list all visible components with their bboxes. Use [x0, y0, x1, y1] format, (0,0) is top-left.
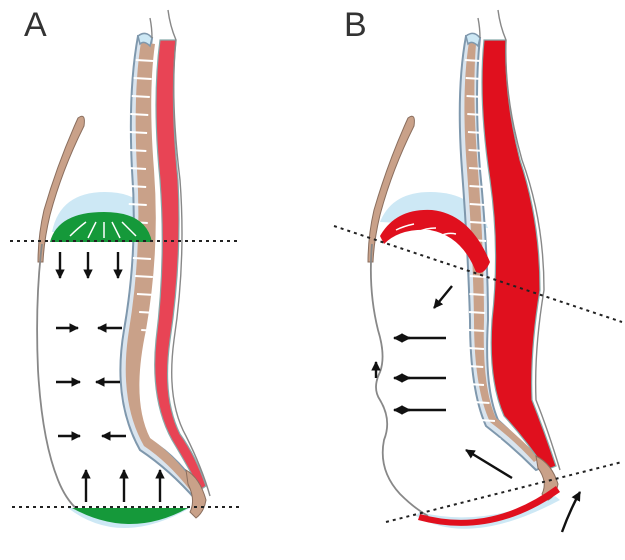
back-muscle-a [154, 39, 207, 491]
spine-top-b [465, 32, 481, 48]
spine-top-a [137, 32, 153, 48]
disc-line [469, 185, 486, 188]
disc-line [466, 95, 483, 98]
disc-line [469, 293, 486, 296]
upper-spine-line2-b [477, 17, 481, 39]
diaphragm-a [50, 212, 152, 242]
abdominal-wall-a [36, 243, 79, 511]
disc-line [467, 113, 484, 116]
sternum-rib-b [367, 115, 415, 263]
disc-line [136, 293, 156, 296]
spine-back-outline-b [505, 39, 561, 471]
disc-line [478, 419, 496, 422]
disc-line [135, 59, 154, 62]
panel-a [10, 9, 240, 528]
abdominal-wall-b [369, 243, 429, 517]
diaphragm-pressure-lines-b [395, 223, 457, 237]
disc-line [132, 257, 151, 260]
pressure-arrows-a [55, 252, 165, 502]
panel-label-a: A [24, 6, 47, 44]
disc-line [469, 221, 487, 224]
disc-line [469, 203, 486, 206]
panel-b [333, 9, 623, 533]
pelvic-plane-b [385, 461, 623, 523]
upper-spine-line-b [497, 9, 507, 41]
disc-line [469, 311, 486, 314]
disc-line [467, 365, 484, 368]
disc-line [128, 149, 147, 152]
disc-line [465, 77, 482, 80]
disc-line [130, 113, 149, 116]
disc-line [134, 275, 153, 278]
spine-back-outline-a [171, 39, 211, 497]
disc-line [469, 167, 486, 170]
vertebral-column-a [125, 42, 196, 490]
upper-spine-line2-a [149, 17, 153, 39]
disc-line [128, 185, 147, 188]
disc-line [141, 329, 160, 332]
diaphragm-plane-b [333, 225, 623, 323]
pressure-arrows-b [371, 285, 513, 480]
disc-line [473, 401, 490, 404]
back-muscle-b [481, 39, 557, 471]
disc-line [468, 149, 485, 152]
disc-line [469, 275, 486, 278]
disc-line [467, 383, 485, 386]
sternum-rib-a [37, 115, 85, 263]
diaphragm-pressure-lines-a [69, 221, 137, 239]
disc-line [484, 437, 501, 440]
disc-line [467, 347, 485, 350]
disc-line [127, 167, 147, 170]
pelvic-curved-arrow-b [560, 491, 582, 533]
disc-line [128, 203, 147, 206]
disc-line [464, 59, 482, 62]
pelvic-floor-a [72, 508, 188, 524]
upper-spine-line-a [167, 9, 177, 41]
disc-line [129, 131, 148, 134]
panel-label-b: B [344, 6, 367, 44]
disc-line [133, 77, 152, 80]
disc-line [467, 131, 485, 134]
pelvic-floor-b [418, 486, 560, 526]
disc-line [139, 311, 158, 314]
disc-line [468, 329, 485, 332]
disc-line [131, 95, 150, 98]
pressure-arrows-b-short [396, 333, 411, 415]
vertebral-column-b [464, 42, 540, 462]
